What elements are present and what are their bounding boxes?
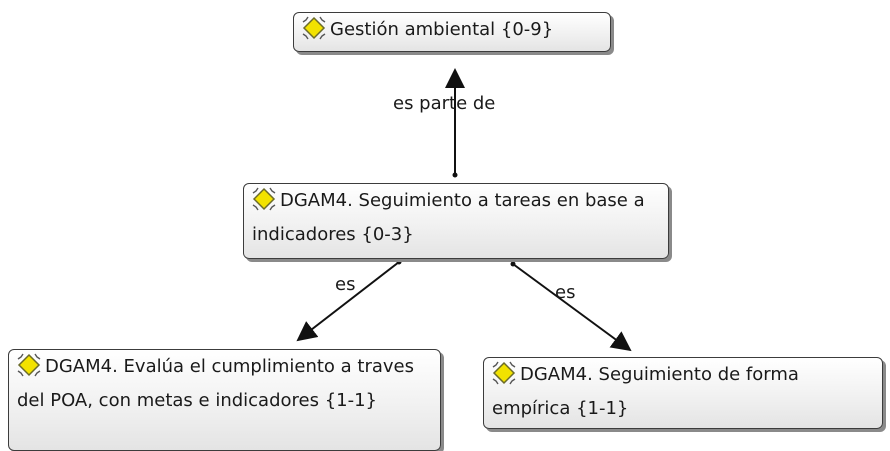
code-node-icon — [17, 353, 41, 386]
edge-label-es-right: es — [555, 282, 576, 303]
node-seguimiento-tareas[interactable]: DGAM4. Seguimiento a tareas en base a in… — [243, 183, 669, 259]
edge-middle-to-left — [296, 261, 400, 342]
node-label: Gestión ambiental {0-9} — [330, 19, 554, 40]
node-gestion-ambiental[interactable]: Gestión ambiental {0-9} — [293, 12, 611, 52]
code-node-icon — [252, 187, 276, 220]
node-seguimiento-empirica[interactable]: DGAM4. Seguimiento de forma empírica {1-… — [483, 357, 883, 429]
edge-middle-to-right-origin — [510, 261, 516, 267]
node-label: DGAM4. Evalúa el cumplimiento a traves d… — [17, 356, 414, 411]
edge-label-es-parte-de: es parte de — [393, 93, 496, 114]
code-node-icon — [492, 361, 516, 394]
node-evalua-cumplimiento[interactable]: DGAM4. Evalúa el cumplimiento a traves d… — [8, 349, 441, 451]
edge-label-es-left: es — [335, 274, 356, 295]
edge-middle-to-right — [512, 263, 632, 352]
code-node-icon — [302, 16, 326, 49]
node-label: DGAM4. Seguimiento de forma empírica {1-… — [492, 364, 799, 419]
edge-middle-to-left-origin — [396, 259, 402, 265]
node-label: DGAM4. Seguimiento a tareas en base a in… — [252, 190, 645, 245]
edge-middle-to-top-origin — [452, 172, 458, 178]
